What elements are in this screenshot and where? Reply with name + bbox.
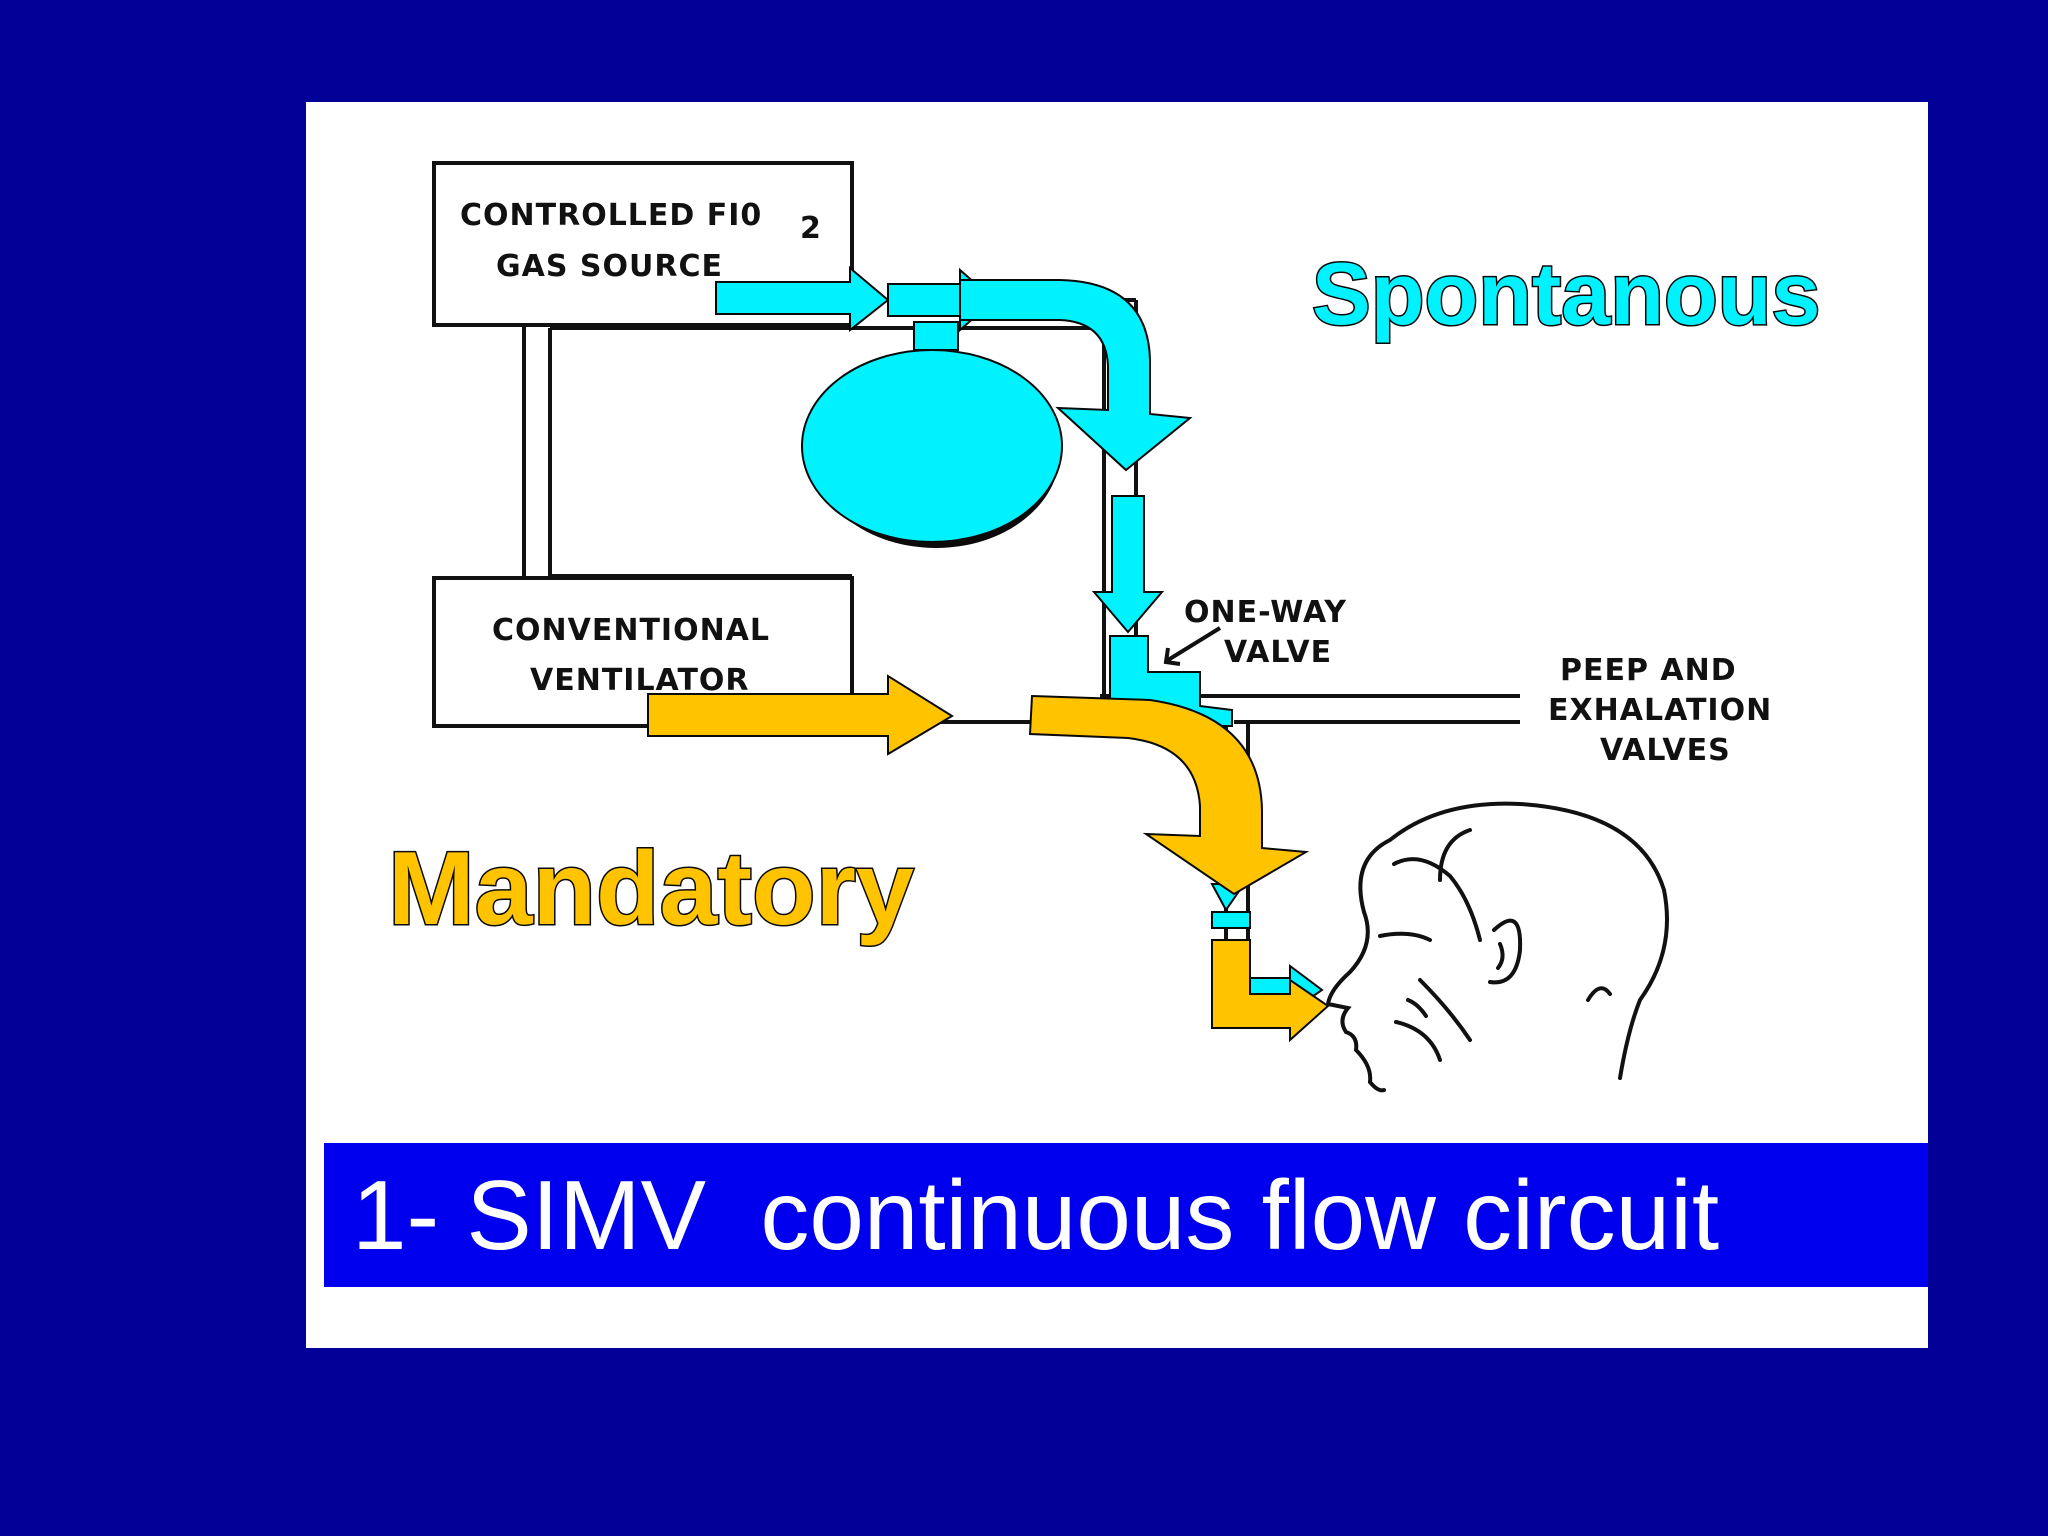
reservoir-bag-icon <box>801 349 1063 548</box>
mandatory-flow <box>647 674 1330 1043</box>
spontaneous-flow <box>715 265 1324 1014</box>
spontaneous-curved-arrow <box>959 279 1193 472</box>
mandatory-patient-arrow <box>1211 939 1330 1043</box>
gas-source-box <box>432 161 854 327</box>
mandatory-label: Mandatory <box>388 831 914 947</box>
gas-source-line2: GAS SOURCE <box>496 249 723 284</box>
spontaneous-down-arrow <box>1091 495 1165 634</box>
caption-bar: 1- SIMV continuous flow circuit <box>324 1143 1928 1287</box>
mandatory-arrow <box>647 674 954 756</box>
caption-title: 1- SIMV continuous flow circuit <box>352 1159 1720 1270</box>
spontaneous-label: Spontanous <box>1312 244 1820 343</box>
gas-source-subscript: 2 <box>800 211 822 246</box>
spontaneous-arrow-1 <box>715 265 890 333</box>
mandatory-curved-arrow <box>1028 694 1310 896</box>
peep-line1: PEEP AND <box>1560 653 1737 688</box>
ventilator-line2: VENTILATOR <box>530 663 750 698</box>
peep-line3: VALVES <box>1600 733 1731 768</box>
peep-line2: EXHALATION <box>1548 693 1772 728</box>
patient-head-icon <box>1325 801 1669 1093</box>
ventilator-line1: CONVENTIONAL <box>492 613 770 648</box>
gas-source-line1: CONTROLLED FI0 <box>460 198 762 233</box>
one-way-valve-line2: VALVE <box>1224 635 1332 670</box>
one-way-valve-line1: ONE-WAY <box>1184 595 1347 630</box>
